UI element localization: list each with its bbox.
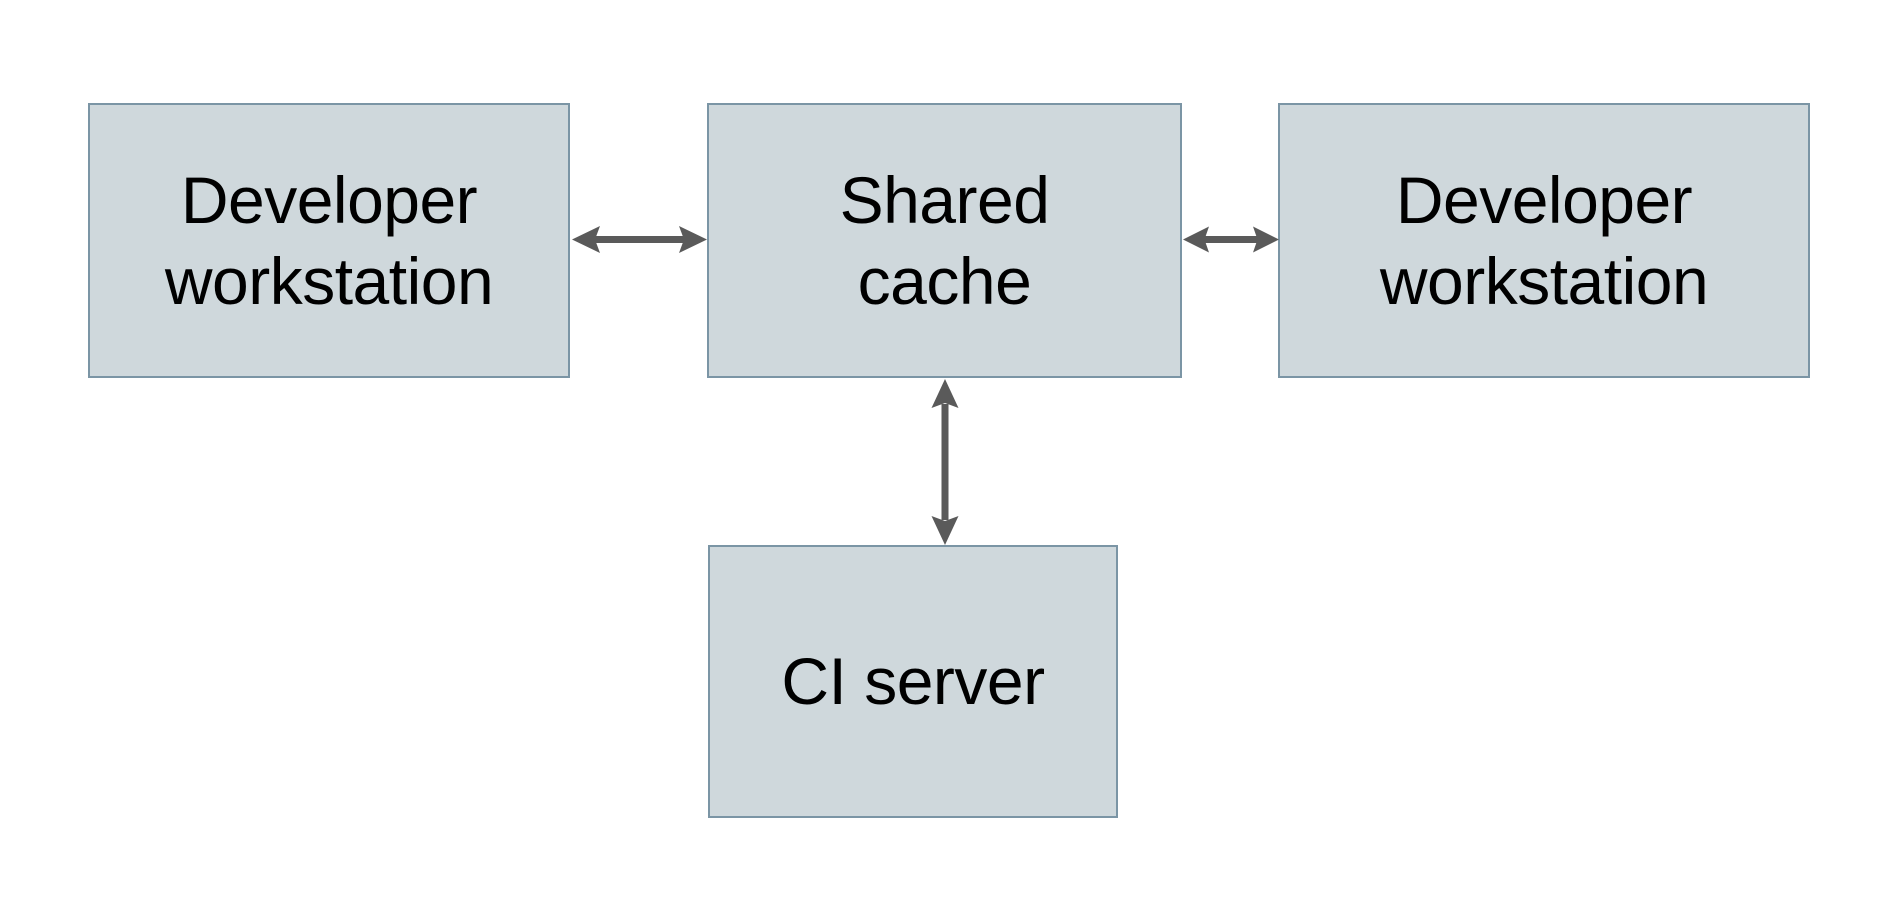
node-developer-workstation-left[interactable]: Developer workstation [88,103,570,378]
node-developer-workstation-right[interactable]: Developer workstation [1278,103,1810,378]
double-arrow-vertical-icon [931,379,959,545]
node-ci-server[interactable]: CI server [708,545,1118,818]
double-arrow-horizontal-icon [1183,226,1279,253]
edge-shared-cache-dev-right [1182,216,1280,264]
node-label: Developer workstation [1379,162,1709,318]
node-label: Shared cache [839,162,1050,318]
double-arrow-horizontal-icon [572,226,707,253]
edge-ci-server-shared-cache [921,378,969,546]
node-label: Developer workstation [164,162,494,318]
edge-dev-left-shared-cache [570,216,709,264]
node-label: CI server [781,644,1045,719]
node-shared-cache[interactable]: Shared cache [707,103,1182,378]
